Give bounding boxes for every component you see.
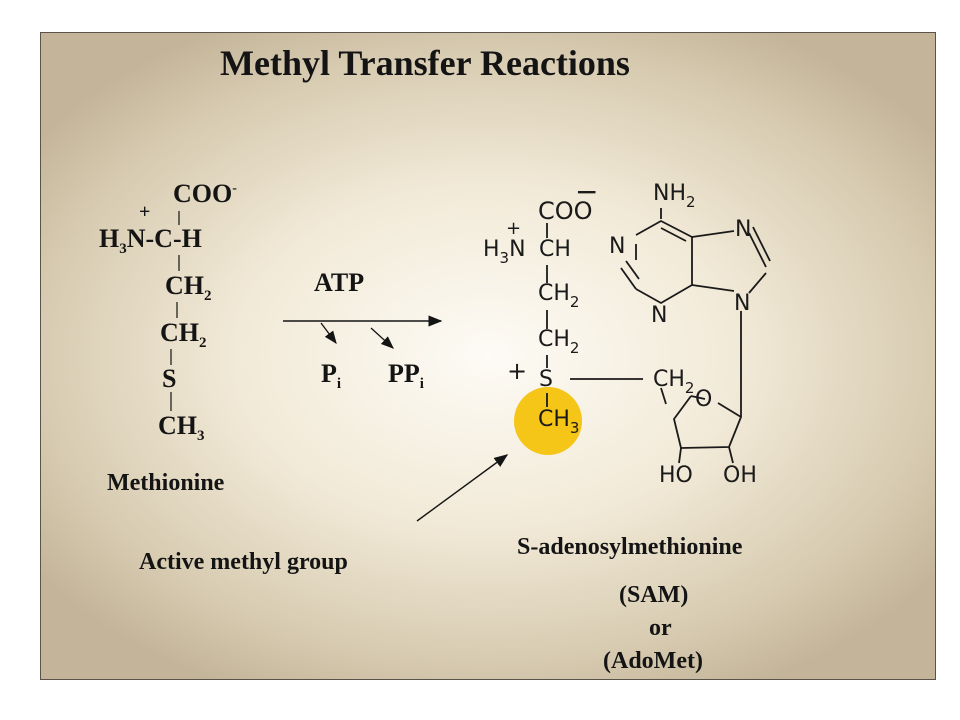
methionine-sulfur: S xyxy=(162,364,177,393)
bond xyxy=(660,227,687,242)
atp-label: ATP xyxy=(314,268,365,297)
pi-release-arrow xyxy=(320,322,337,345)
adenine-n1: N xyxy=(609,234,626,259)
bond xyxy=(678,447,682,464)
sam-sulfur: S xyxy=(539,367,553,392)
sam-ch2-gamma: CH2 xyxy=(538,327,580,357)
page-title: Methyl Transfer Reactions xyxy=(220,43,630,83)
bond xyxy=(752,226,771,262)
adenine-n7: N xyxy=(735,217,752,242)
ribose-ch2: CH2 xyxy=(653,367,695,397)
sam-ch2-beta: CH2 xyxy=(538,281,580,311)
bond xyxy=(690,395,706,400)
bond xyxy=(620,267,637,290)
methyl-highlight xyxy=(514,387,582,455)
adomet-abbreviation: (AdoMet) xyxy=(603,648,703,674)
ribose-2-hydroxyl: OH xyxy=(723,463,757,488)
sam-amine-charge: + xyxy=(506,218,522,239)
ppi-label: PPi xyxy=(388,359,424,392)
bond xyxy=(625,260,640,280)
sam-carboxylate: COO xyxy=(538,197,593,225)
adenine-n9: N xyxy=(734,291,751,316)
adenine-n3: N xyxy=(651,303,668,328)
bond xyxy=(660,387,667,405)
active-methyl-callout: Active methyl group xyxy=(139,549,348,575)
methionine-methyl: CH3 xyxy=(158,411,205,444)
imidazole-ring xyxy=(691,230,735,238)
bond xyxy=(748,272,767,294)
adenine-amino: NH2 xyxy=(653,181,696,211)
methionine-label: Methionine xyxy=(107,470,225,496)
sam-carboxylate-charge: − xyxy=(575,175,599,208)
imidazole-ring xyxy=(691,284,735,292)
pi-label: Pi xyxy=(321,359,342,392)
ppi-release-arrow xyxy=(370,327,394,349)
methionine-ch2-beta: CH2 xyxy=(165,271,212,304)
slide: Methyl Transfer Reactions COO- + H3N-C-H… xyxy=(40,32,936,680)
methionine-ch2-gamma: CH2 xyxy=(160,318,207,351)
bond xyxy=(748,232,767,268)
methionine-carboxylate: COO- xyxy=(173,179,237,208)
methionine-amine-charge: + xyxy=(139,201,151,223)
sam-alpha-ch: CH xyxy=(539,237,571,262)
sam-sulfonium-charge: + xyxy=(507,357,528,385)
methyl-callout-arrow xyxy=(416,454,509,522)
ribose-3-hydroxyl: HO xyxy=(659,463,693,488)
ribose-ring xyxy=(673,395,742,449)
sam-amine: H3N xyxy=(483,237,526,267)
sam-label: S-adenosylmethionine xyxy=(517,534,743,560)
ribose-oxygen: O xyxy=(695,387,713,412)
sam-methyl: CH3 xyxy=(538,407,580,437)
connector-lines xyxy=(170,208,771,522)
sam-or: or xyxy=(649,615,672,641)
adenine-ring xyxy=(635,220,693,304)
bond xyxy=(728,446,734,464)
methionine-alpha-carbon: H3N-C-H xyxy=(99,224,202,257)
sam-abbreviation: (SAM) xyxy=(619,582,689,608)
